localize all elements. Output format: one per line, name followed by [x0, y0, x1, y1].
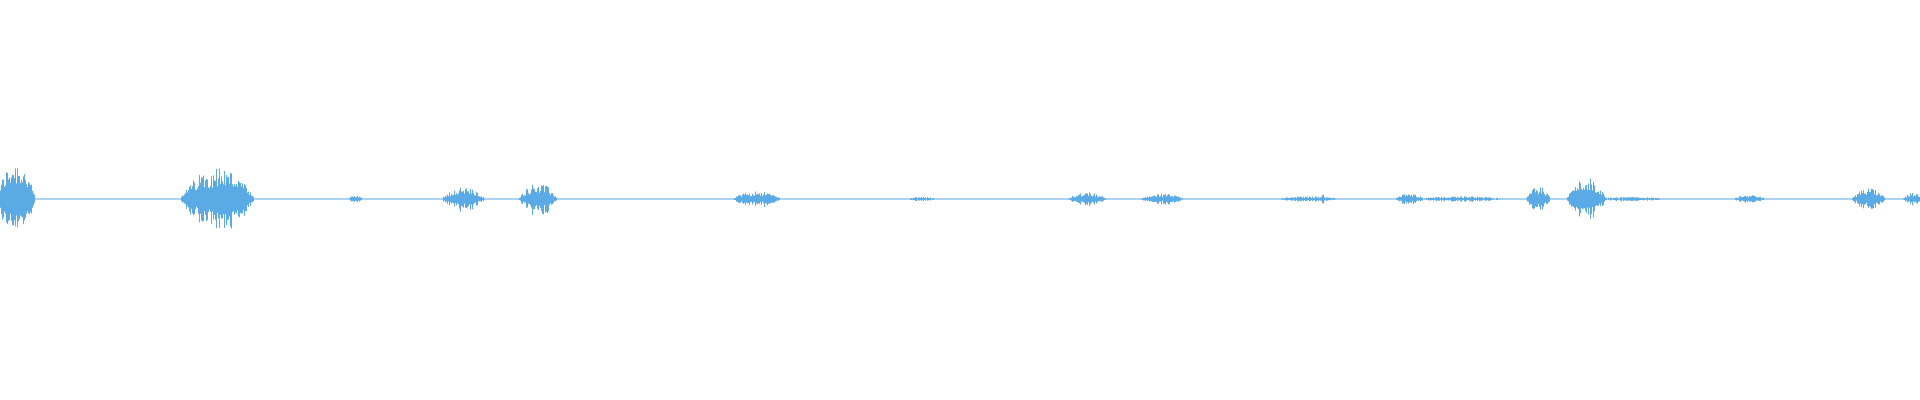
waveform-samples — [0, 168, 1920, 229]
waveform-path — [0, 168, 1920, 229]
